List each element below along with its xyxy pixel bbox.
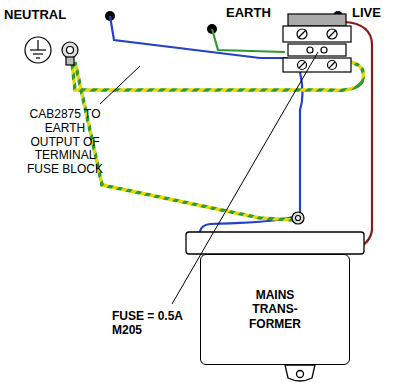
transformer-frame (186, 232, 364, 381)
transformer-box: MAINS TRANS- FORMER (200, 254, 350, 365)
terminal-name: NEUTRAL (4, 8, 66, 23)
ring-terminal (62, 42, 304, 224)
terminal-name: LIVE (352, 6, 381, 21)
terminal-name: EARTH (226, 6, 271, 21)
neutral-wire (110, 16, 303, 252)
earth-symbol (25, 37, 51, 63)
fuse-note: FUSE = 0.5A M205 (112, 310, 196, 338)
cable-note: CAB2875 TO EARTH OUTPUT OF TERMINAL FUSE… (22, 108, 108, 177)
terminal-fuse-block (283, 14, 351, 72)
earth-wire (72, 29, 364, 220)
transformer-label: MAINS TRANS- FORMER (244, 288, 306, 331)
